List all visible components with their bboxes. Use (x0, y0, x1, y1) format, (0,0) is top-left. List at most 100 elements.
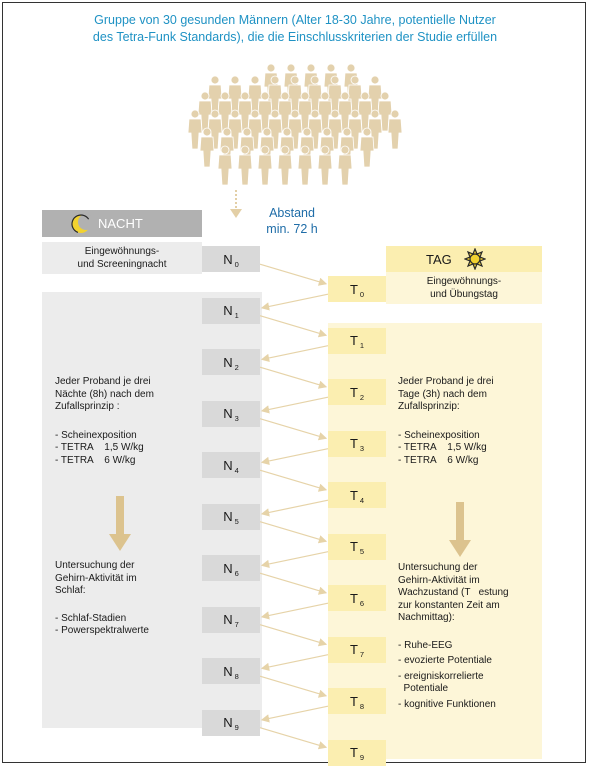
day-node-t8-index: 8 (359, 701, 365, 711)
night-condition: - Scheinexposition (55, 429, 137, 441)
night-node-n8-letter: N (223, 663, 233, 679)
night-intro-line: Nächte (8h) nach dem (55, 388, 154, 400)
day-node-t8-letter: T (349, 693, 358, 709)
people-crowd-icon (187, 63, 403, 186)
arrow-t6-to-n7 (260, 602, 329, 620)
night-node-n8-index: 8 (234, 671, 239, 681)
night-protocol: Jeder Proband je drei Nächte (8h) nach d… (55, 376, 205, 467)
night-study: Untersuchung der Gehirn-Aktivität im Sch… (55, 560, 205, 638)
night-intro-line: Zufallsprinzip : (55, 401, 120, 412)
day-node-t3-letter: T (349, 436, 358, 451)
day-protocol: Jeder Proband je drei Tage (3h) nach dem… (398, 376, 538, 467)
day-study: Untersuchung der Gehirn-Aktivität im Wac… (398, 562, 538, 711)
night-node-n6-letter: N (223, 560, 233, 576)
day-node-t6-index: 6 (359, 598, 365, 608)
night-node-n4-letter: N (223, 457, 233, 473)
night-measures: - Schlaf-Stadien - Powerspektralwerte (55, 613, 205, 638)
day-intro-line: Jeder Proband je drei (398, 376, 494, 387)
night-study-line: Schlaf: (55, 585, 86, 596)
night-node-n7-letter: N (223, 612, 233, 627)
night-node-n6-index: 6 (234, 568, 239, 578)
person-icon (317, 145, 333, 186)
night-intro: Jeder Proband je drei Nächte (8h) nach d… (55, 376, 205, 414)
day-node-t0-index: 0 (359, 289, 365, 299)
day-node-t7-letter: T (349, 642, 358, 657)
person-icon (267, 75, 283, 116)
tag-header: TAG (386, 246, 542, 272)
arrow-t0-to-n1 (260, 293, 329, 311)
arrow-n0-to-t0 (259, 263, 328, 286)
dotted-down-arrow (230, 190, 242, 218)
night-study-title: Untersuchung der Gehirn-Aktivität im Sch… (55, 560, 205, 598)
night-node-n7-index: 7 (234, 620, 239, 629)
practice-day-band (386, 272, 542, 304)
day-study-line: zur konstanten Zeit am (398, 599, 500, 611)
day-measure: - evozierte Potentiale (398, 655, 492, 666)
day-measure: Potentiale (398, 683, 449, 694)
arrow-n7-to-t7 (259, 624, 328, 647)
moon-icon (71, 213, 92, 234)
day-node-t3-index: 3 (359, 444, 365, 453)
day-node-t5-index: 5 (359, 547, 365, 556)
day-node-t1-letter: T (349, 333, 358, 348)
night-down-arrow (109, 496, 131, 551)
person-icon (297, 145, 313, 186)
night-node-n0-index: 0 (234, 259, 239, 269)
practice-line-1: Eingewöhnungs- (426, 276, 502, 287)
day-node-t7-index: 7 (359, 650, 365, 659)
person-icon (217, 145, 233, 186)
person-icon (387, 109, 403, 150)
person-icon (359, 127, 375, 168)
night-node-n1-index: 1 (234, 311, 239, 320)
arrow-t7-to-n8 (260, 654, 329, 672)
night-measure: - Schlaf-Stadien (55, 612, 127, 624)
person-icon (199, 127, 215, 168)
arrow-t4-to-n5 (260, 499, 329, 517)
day-conditions: - Scheinexposition - TETRA 1,5 W/kg - TE… (398, 430, 538, 468)
day-intro: Jeder Proband je drei Tage (3h) nach dem… (398, 376, 538, 414)
day-measure: - kognitive Funktionen (398, 698, 496, 710)
arrow-t3-to-n4 (260, 448, 329, 466)
day-study-title: Untersuchung der Gehirn-Aktivität im Wac… (398, 562, 538, 625)
night-node-n1-letter: N (223, 303, 233, 318)
day-measure: - ereigniskorrelierte (398, 670, 484, 682)
practice-line-2: und Übungstag (430, 288, 498, 300)
day-study-line: Wachzustand (T estung (398, 587, 509, 598)
person-icon (237, 145, 253, 186)
day-node-t5-letter: T (349, 539, 358, 554)
night-node-n9-index: 9 (234, 723, 239, 732)
person-icon (257, 145, 273, 186)
day-node-t9-index: 9 (359, 753, 365, 762)
arrow-t2-to-n3 (260, 396, 329, 414)
person-icon (337, 145, 353, 186)
nacht-label: NACHT (98, 216, 143, 231)
arrow-n2-to-t2 (259, 366, 328, 389)
day-study-line: Untersuchung der (398, 562, 478, 573)
screening-line-2: und Screeningnacht (77, 258, 167, 270)
sun-icon (463, 248, 486, 270)
interval-note: Abstand min. 72 h (252, 205, 332, 237)
person-icon (187, 109, 203, 150)
person-icon (227, 75, 243, 116)
arrow-n3-to-t3 (259, 418, 328, 441)
day-node-t4-letter: T (349, 487, 358, 503)
arrow-n8-to-t8 (259, 675, 328, 698)
day-intro-line: Tage (3h) nach dem (398, 388, 487, 400)
day-node-t1-index: 1 (359, 341, 365, 350)
night-node-n2-index: 2 (234, 362, 239, 372)
